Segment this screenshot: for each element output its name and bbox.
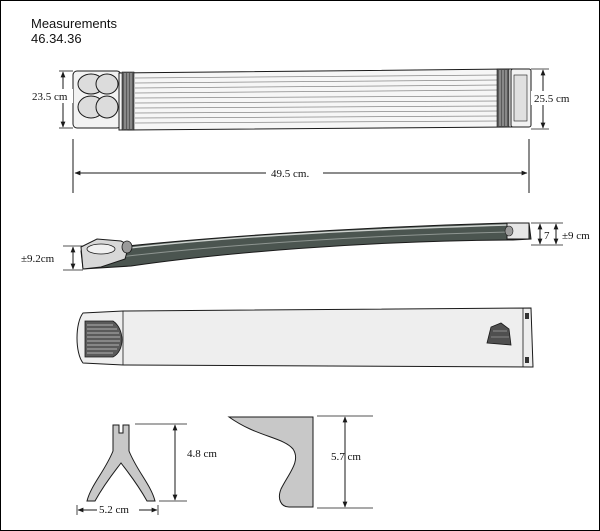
bottom-view <box>76 307 534 368</box>
support-part: 4.8 cm 5.2 cm <box>76 423 217 516</box>
bottom-view-panel <box>76 307 534 368</box>
bottom-view-slot-bottom <box>525 357 529 363</box>
support-shape <box>86 424 156 502</box>
page-title: Measurements <box>31 16 117 31</box>
bottom-view-bristle-pad <box>84 320 123 358</box>
label-side-right-small: 7 <box>544 230 550 242</box>
product-code: 46.34.36 <box>31 31 82 46</box>
top-view: 23.5 cm 25.5 cm 49.5 cm. <box>31 68 575 193</box>
top-view-right-knob-upper <box>95 73 119 95</box>
label-support-height: 4.8 cm <box>187 448 217 460</box>
label-support-width: 5.2 cm <box>99 504 129 516</box>
label-top-left-height: 23.5 cm <box>32 91 68 103</box>
label-bracket-height: 5.7 cm <box>331 451 361 463</box>
bottom-view-clip <box>486 322 512 346</box>
top-view-right-knob-lower <box>95 95 119 119</box>
bracket-shape <box>227 416 314 508</box>
label-side-left-height: ±9.2cm <box>21 253 55 265</box>
side-view: ±9.2cm 7 ±9 cm <box>21 222 590 271</box>
top-view-stripes <box>134 74 500 124</box>
label-top-right-height: 25.5 cm <box>534 93 570 105</box>
bottom-view-slot-top <box>525 313 529 319</box>
label-length: 49.5 cm. <box>271 168 309 180</box>
bracket-part: 5.7 cm <box>227 415 373 509</box>
label-side-right-height: ±9 cm <box>562 230 590 242</box>
